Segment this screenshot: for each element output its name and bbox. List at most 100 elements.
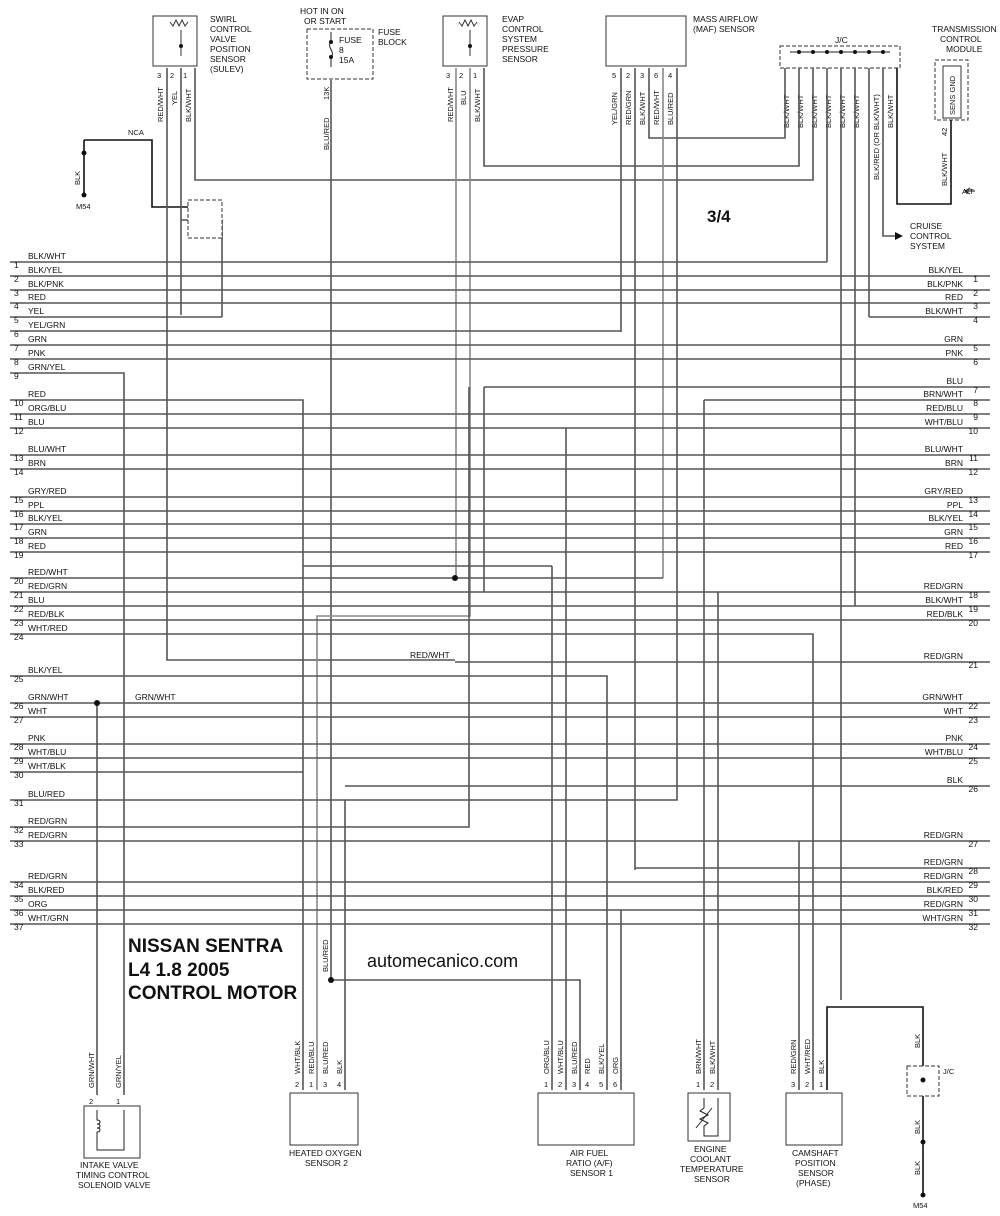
left-wire: WHT/BLU (28, 747, 66, 757)
left-num: 19 (14, 550, 24, 560)
left-wire: RED/GRN (28, 816, 67, 826)
right-wire: PNK (946, 348, 964, 358)
right-num: 20 (969, 618, 979, 628)
maf-wire-3: BLK/WHT (638, 91, 647, 125)
fuse-block-2: BLOCK (378, 37, 407, 47)
left-num: 6 (14, 329, 19, 339)
junction-connector-top: J/C BLK/WHT BLK/WHT BLK/WHT BLK/WHT BLK/… (779, 35, 901, 180)
ect-pin-1: 1 (696, 1080, 700, 1089)
right-wire: GRN/WHT (922, 692, 963, 702)
left-num: 28 (14, 742, 24, 752)
left-wire: RED (28, 541, 46, 551)
left-num: 18 (14, 536, 24, 546)
af-wire-5: BLK/YEL (597, 1044, 606, 1074)
left-num: 26 (14, 701, 24, 711)
swirl-control-valve-sensor: SWIRL CONTROL VALVE POSITION SENSOR (SUL… (152, 14, 252, 122)
ect-name-2: COOLANT (690, 1154, 731, 1164)
left-wire: GRN/YEL (28, 362, 66, 372)
left-wire: ORG/BLU (28, 403, 66, 413)
watermark: automecanico.com (367, 951, 518, 971)
left-wire: WHT/GRN (28, 913, 69, 923)
swirl-name-2: CONTROL (210, 24, 252, 34)
left-wire: WHT/BLK (28, 761, 66, 771)
left-wire: PNK (28, 733, 46, 743)
title-line-2: L4 1.8 2005 (128, 960, 230, 981)
left-num: 9 (14, 371, 19, 381)
right-wire: WHT/BLU (925, 747, 963, 757)
af-name-1: AIR FUEL (570, 1148, 609, 1158)
right-num: 25 (969, 756, 979, 766)
right-num: 29 (969, 880, 979, 890)
left-num: 21 (14, 590, 24, 600)
ivt-pin-2: 2 (89, 1097, 93, 1106)
right-wire: BLK (947, 775, 963, 785)
right-wire: WHT/BLU (925, 417, 963, 427)
maf-pin-3: 3 (640, 71, 644, 80)
cmp-wire-1: BLK (817, 1060, 826, 1074)
maf-pin-5: 5 (612, 71, 616, 80)
right-wire: RED/GRN (924, 830, 963, 840)
cruise-name-1: CRUISE (910, 221, 942, 231)
ect-name-4: SENSOR (694, 1174, 730, 1184)
right-wire: PPL (947, 500, 963, 510)
right-num: 10 (969, 426, 979, 436)
left-wire: WHT/RED (28, 623, 68, 633)
right-num: 15 (969, 522, 979, 532)
right-wire: GRN (944, 527, 963, 537)
fuse-hot-1: HOT IN ON (300, 6, 344, 16)
right-num: 18 (969, 590, 979, 600)
left-wire: RED/BLK (28, 609, 65, 619)
left-num: 13 (14, 453, 24, 463)
left-wire: RED (28, 292, 46, 302)
cmp-wire-2: WHT/RED (803, 1038, 812, 1074)
right-num: 5 (973, 343, 978, 353)
jc-label: J/C (835, 35, 848, 45)
swirl-name-3: VALVE (210, 34, 236, 44)
air-fuel-ratio-sensor-1: ORG/BLU WHT/BLU BLU/RED RED BLK/YEL ORG … (537, 1040, 635, 1178)
ivt-wire-2: GRN/WHT (87, 1052, 96, 1088)
swirl-wire-2: YEL (170, 91, 179, 105)
maf-wire-4: BLU/RED (666, 92, 675, 125)
page-fraction: 3/4 (707, 207, 731, 226)
right-num: 6 (973, 357, 978, 367)
right-wire: RED/GRN (924, 871, 963, 881)
ho2s-wire-1: RED/BLU (307, 1041, 316, 1074)
tcm-name-3: MODULE (946, 44, 983, 54)
ivt-name-1: INTAKE VALVE (80, 1160, 139, 1170)
cmp-name-1: CAMSHAFT (792, 1148, 839, 1158)
nca-ground-name: M54 (76, 202, 91, 211)
tcm-note: A/T (962, 187, 974, 196)
right-num: 8 (973, 398, 978, 408)
right-num: 9 (973, 412, 978, 422)
af-pin-3: 3 (572, 1080, 576, 1089)
maf-name-2: (MAF) SENSOR (693, 24, 755, 34)
gnd-jc: J/C (943, 1067, 955, 1076)
fuse-block-1: FUSE (378, 27, 401, 37)
af-pin-5: 5 (599, 1080, 603, 1089)
right-num: 27 (969, 839, 979, 849)
af-wire-6: ORG (611, 1057, 620, 1074)
right-num: 26 (969, 784, 979, 794)
left-num: 35 (14, 894, 24, 904)
left-wire: YEL (28, 306, 44, 316)
right-num: 23 (969, 715, 979, 725)
ground-m54-bottom: BLK J/C BLK BLK M54 (826, 1006, 955, 1210)
left-wire: RED/GRN (28, 581, 67, 591)
right-num: 19 (969, 604, 979, 614)
cmp-pin-1: 1 (819, 1080, 823, 1089)
right-wire: BRN (945, 458, 963, 468)
left-wire: BLU/WHT (28, 444, 66, 454)
swirl-wire-1: BLK/WHT (184, 88, 193, 122)
left-num: 30 (14, 770, 24, 780)
right-num: 21 (969, 660, 979, 670)
left-wire: BLK/YEL (28, 265, 63, 275)
gnd-name: M54 (913, 1201, 928, 1210)
evap-name-3: SYSTEM (502, 34, 537, 44)
jc-wire-6: BLK/WHT (852, 94, 861, 128)
tcm-name-2: CONTROL (940, 34, 982, 44)
left-num: 16 (14, 509, 24, 519)
jc-wire-7: BLK/RED (OR BLK/WHT) (872, 94, 881, 180)
